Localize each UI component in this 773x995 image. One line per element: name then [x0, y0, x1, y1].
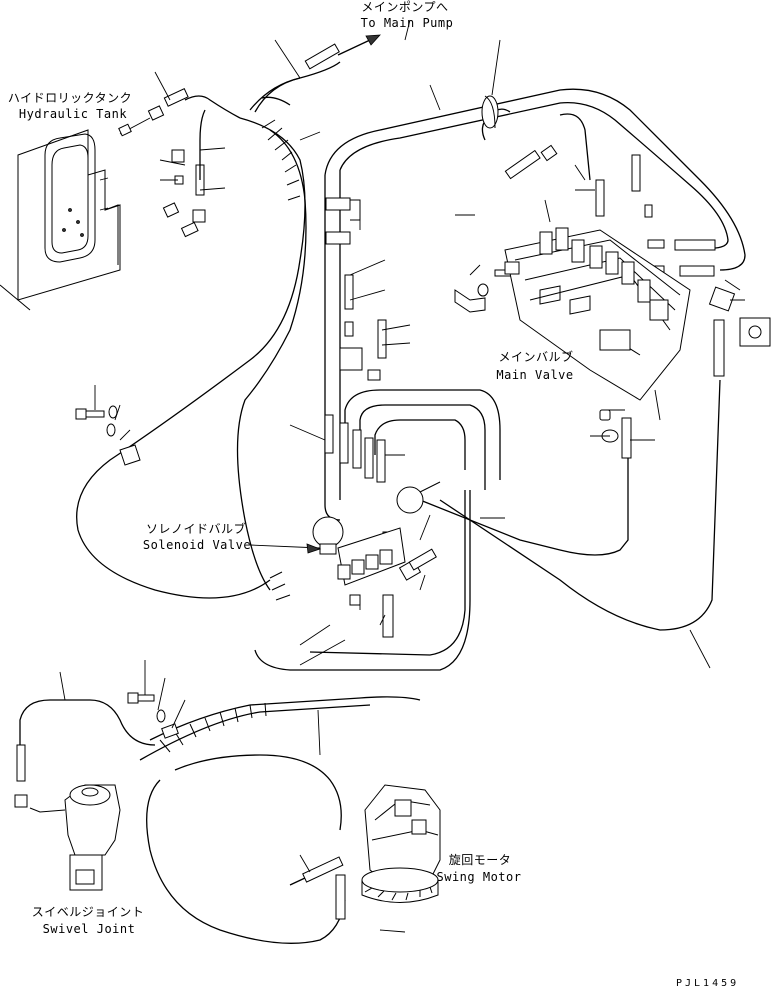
solenoid-valve-label-jp: ソレノイドバルブ	[145, 522, 247, 536]
swing-motor	[361, 784, 441, 903]
solenoid-valve	[312, 481, 441, 606]
swivel-joint-label-en: Swivel Joint	[42, 922, 136, 936]
hydraulic-tank-label-en: Hydraulic Tank	[18, 107, 128, 121]
leader-lines	[59, 19, 745, 933]
solenoid-pointer-arrow	[306, 543, 322, 554]
clamps	[119, 95, 499, 739]
solenoid-valve-label-en: Solenoid Valve	[142, 538, 252, 552]
drawing-code: PJL1459	[676, 978, 740, 989]
main-valve	[504, 227, 771, 401]
spiral-guards	[159, 119, 301, 753]
bolts-and-washers	[75, 269, 619, 723]
hose-fittings	[14, 43, 736, 920]
swivel-joint	[29, 784, 121, 891]
swing-motor-label-jp: 旋回モータ	[448, 853, 512, 867]
swing-motor-label-en: Swing Motor	[436, 870, 522, 884]
main-pump-arrow	[337, 34, 381, 56]
main-pump-label-en: To Main Pump	[360, 16, 454, 30]
main-pump-label-jp: メインポンプへ	[361, 0, 449, 14]
main-valve-label-en: Main Valve	[496, 368, 574, 382]
main-valve-label-jp: メインバルブ	[498, 350, 574, 364]
swivel-joint-label-jp: スイベルジョイント	[31, 905, 145, 919]
hydraulic-tank-label-jp: ハイドロリックタンク	[7, 91, 133, 105]
hydraulic-tank	[0, 129, 121, 311]
